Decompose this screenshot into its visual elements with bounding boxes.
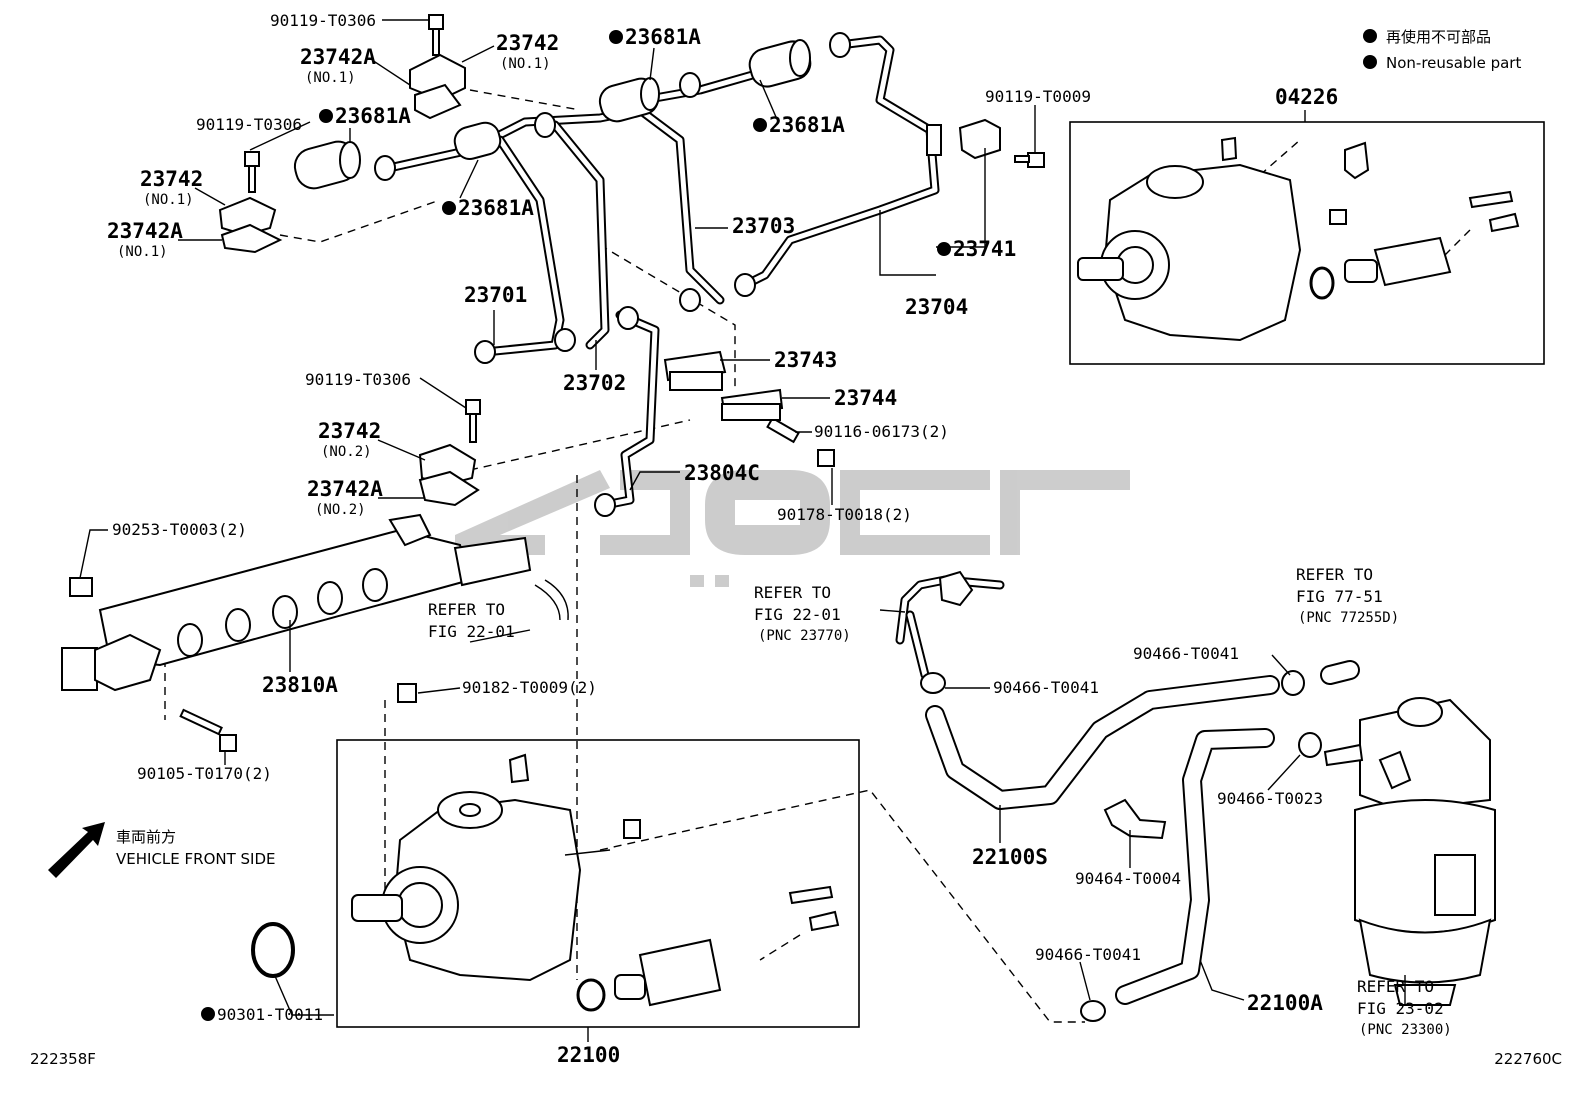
clamp-23742 [218,53,480,507]
label-22100: 22100 [557,1043,620,1067]
label-90116-06173: 90116-06173(2) [814,422,949,441]
vehicle-front-arrow-icon [48,822,105,878]
label-sub: (NO.1) [143,192,194,208]
label-23743: 23743 [774,348,837,372]
refer-fig-22-01-pnc-line1: REFER TO [754,583,831,602]
refer-fig-22-01-pnc-line3: (PNC 23770) [758,628,851,644]
label-90253-t0003: 90253-T0003(2) [112,520,247,539]
label-90119-t0009: 90119-T0009 [985,87,1091,106]
vehicle-front-en: VEHICLE FRONT SIDE [116,850,276,868]
legend-ja: 再使用不可部品 [1386,28,1491,46]
non-reusable-bullet-icon [1363,29,1377,43]
refer-fig-22-01-line2: FIG 22-01 [428,622,515,641]
label-90119-t0306: 90119-T0306 [196,115,302,134]
fuel-hoses [895,575,1360,1005]
label-23701: 23701 [464,283,527,307]
non-reusable-bullet-icon [937,242,951,256]
fuel-filter [1323,697,1496,1006]
label-22100s: 22100S [972,845,1048,869]
label-23742a: 23742A [307,477,383,501]
label-90105-t0170: 90105-T0170(2) [137,764,272,783]
label-sub: (NO.1) [500,56,551,72]
corner-code-right: 222760C [1494,1050,1562,1068]
vehicle-front-ja: 車両前方 [116,828,176,846]
label-23681a: 23681A [458,196,534,220]
clamp-block-23743 [663,350,784,421]
label-04226: 04226 [1275,85,1338,109]
label-90464-t0004: 90464-T0004 [1075,869,1181,888]
legend-en: Non-reusable part [1386,54,1521,72]
label-23742: 23742 [496,31,559,55]
label-sub: (NO.1) [117,244,168,260]
label-23741: 23741 [953,237,1016,261]
sleeve-23681a [293,32,942,517]
refer-fig-23-02-line3: (PNC 23300) [1359,1022,1452,1038]
label-90301-t0011: 90301-T0011 [217,1005,323,1024]
label-23704: 23704 [905,295,968,319]
refer-fig-22-01-line1: REFER TO [428,600,505,619]
refer-fig-22-01-pnc-line2: FIG 22-01 [754,605,841,624]
bolt-icon [69,14,1045,752]
non-reusable-bullet-icon [1363,55,1377,69]
refer-fig-77-51-line1: REFER TO [1296,565,1373,584]
non-reusable-bullet-icon [442,201,456,215]
label-23804c: 23804C [684,461,760,485]
refer-fig-23-02-line2: FIG 23-02 [1357,999,1444,1018]
label-90466-t0041: 90466-T0041 [1035,945,1141,964]
label-90466-t0023: 90466-T0023 [1217,789,1323,808]
label-23742a: 23742A [107,219,183,243]
label-23681a: 23681A [335,104,411,128]
label-23702: 23702 [563,371,626,395]
fuel-pump-04226 [1077,136,1520,342]
label-90182-t0009: 90182-T0009(2) [462,678,597,697]
bracket-23741 [958,118,1001,160]
common-rail-23810a [61,513,569,692]
refer-fig-77-51-line2: FIG 77-51 [1296,587,1383,606]
leader-lines [79,19,1406,1042]
watermark-logo [455,470,1130,587]
label-23810a: 23810A [262,673,338,697]
label-90178-t0018: 90178-T0018(2) [777,505,912,524]
pump-assembly-box-22100 [336,739,860,1028]
label-22100a: 22100A [1247,991,1323,1015]
label-sub: (NO.2) [321,444,372,460]
label-90119-t0306: 90119-T0306 [270,11,376,30]
non-reusable-bullet-icon [753,118,767,132]
refer-fig-77-51-line3: (PNC 77255D) [1298,610,1399,626]
label-90466-t0041: 90466-T0041 [993,678,1099,697]
label-23742: 23742 [318,419,381,443]
hose-clip-icon [920,570,1322,1022]
label-90466-t0041: 90466-T0041 [1133,644,1239,663]
part-labels: 90119-T0306 23742A (NO.1) 23742 (NO.1) 2… [30,11,1562,1068]
non-reusable-bullet-icon [609,30,623,44]
refer-fig-23-02-line1: REFER TO [1357,977,1434,996]
label-sub: (NO.1) [305,70,356,86]
label-23681a: 23681A [769,113,845,137]
non-reusable-bullet-icon [201,1007,215,1021]
label-23703: 23703 [732,214,795,238]
label-23681a: 23681A [625,25,701,49]
non-reusable-bullet-icon [319,109,333,123]
label-23742a: 23742A [300,45,376,69]
pump-assembly-box-04226 [1069,121,1545,365]
fuel-pump-22100 [251,753,840,1012]
corner-code-left: 222358F [30,1050,96,1068]
label-sub: (NO.2) [315,502,366,518]
label-90119-t0306: 90119-T0306 [305,370,411,389]
label-23742: 23742 [140,167,203,191]
label-23744: 23744 [834,386,897,410]
